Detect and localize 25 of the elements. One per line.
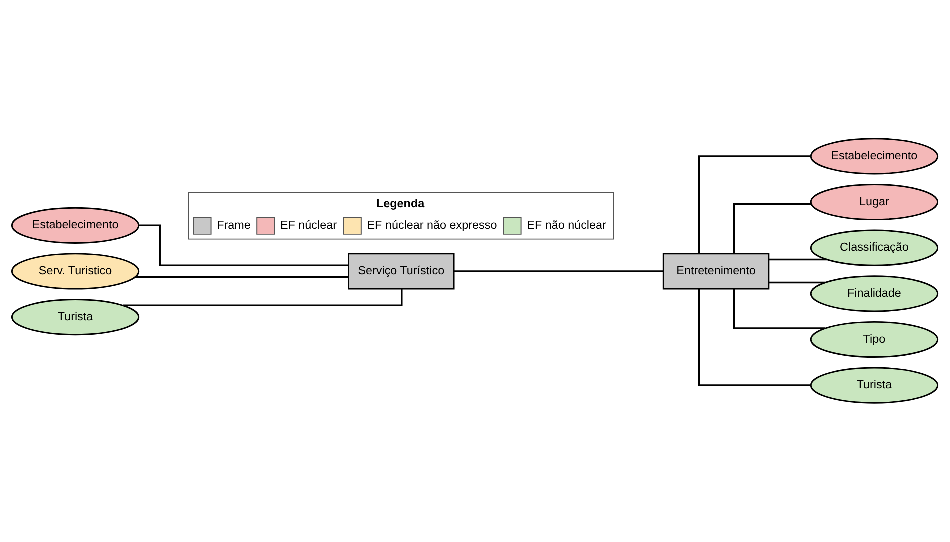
node-ellipse: Turista <box>11 299 140 336</box>
legend-label: EF núclear <box>280 219 338 232</box>
connector <box>135 276 349 278</box>
node-box: Serviço Turístico <box>348 253 455 290</box>
node-ellipse: Classificação <box>810 230 939 266</box>
connector <box>768 258 828 261</box>
node-ellipse: Serv. Turistico <box>11 253 140 290</box>
connector <box>733 203 812 254</box>
node-ellipse: Finalidade <box>810 276 939 312</box>
node-ellipse: Tipo <box>810 321 939 358</box>
node-ellipse: Estabelecimento <box>11 207 140 244</box>
connector <box>768 282 826 284</box>
node-ellipse: Turista <box>810 367 939 404</box>
connector <box>139 224 349 267</box>
node-box: Entretenimento <box>662 253 770 290</box>
node-ellipse: Lugar <box>810 184 939 221</box>
legend-label: EF núclear não expresso <box>367 219 498 232</box>
legend-label: Frame <box>217 219 251 232</box>
connector <box>454 270 664 272</box>
label: Legenda <box>376 198 425 211</box>
connector <box>733 289 826 330</box>
connector <box>698 289 811 386</box>
connector <box>698 156 811 254</box>
legend-label: EF não núclear <box>527 219 606 232</box>
node-ellipse: Estabelecimento <box>810 138 939 175</box>
